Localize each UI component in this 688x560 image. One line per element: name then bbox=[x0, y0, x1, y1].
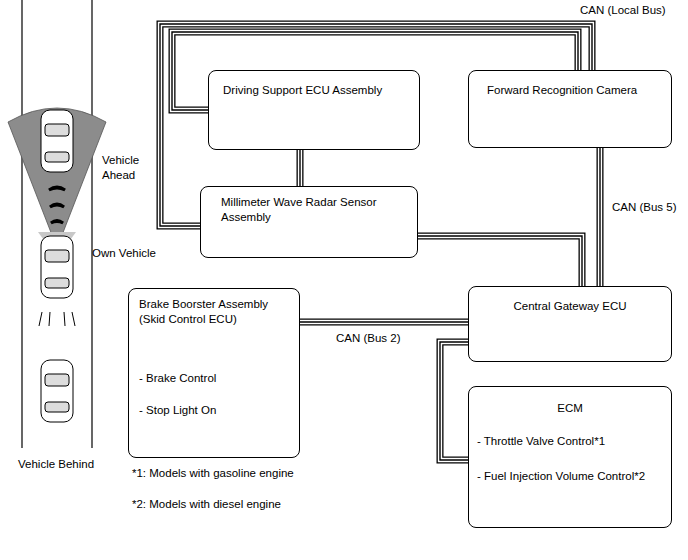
box-title: Forward Recognition Camera bbox=[487, 83, 653, 98]
bus-label: CAN (Bus 2) bbox=[334, 331, 403, 346]
box-title: Millimeter Wave Radar Sensor Assembly bbox=[221, 195, 397, 225]
bus-gap bbox=[598, 148, 602, 286]
bus-outer bbox=[300, 319, 468, 326]
vehicle-ahead bbox=[41, 110, 73, 172]
function-item: - Brake Control bbox=[139, 371, 289, 386]
bus-inner bbox=[440, 342, 468, 460]
function-item: - Stop Light On bbox=[139, 403, 289, 418]
bus-gap bbox=[300, 320, 468, 324]
vehicle-behind bbox=[41, 360, 73, 422]
box-title: Driving Support ECU Assembly bbox=[223, 83, 405, 98]
bus-outer bbox=[297, 150, 304, 186]
bus-inner bbox=[299, 150, 300, 186]
bus-inner bbox=[300, 321, 468, 322]
box-title: Brake Boorster Assembly (Skid Control EC… bbox=[139, 297, 289, 327]
ecu-box: Forward Recognition Camera bbox=[468, 70, 672, 148]
ecu-box: Millimeter Wave Radar Sensor Assembly bbox=[200, 186, 418, 258]
ecu-box: Central Gateway ECU bbox=[468, 286, 672, 362]
bus-outer bbox=[597, 148, 604, 286]
radar-field bbox=[8, 108, 106, 248]
bus-inner bbox=[418, 236, 582, 286]
function-item: - Fuel Injection Volume Control*2 bbox=[477, 469, 663, 484]
vehicle-label: Vehicle Behind bbox=[16, 457, 96, 472]
can-bus-line bbox=[418, 236, 582, 286]
vehicle-label: Vehicle Ahead bbox=[100, 153, 156, 183]
vehicle-label: Own Vehicle bbox=[90, 246, 158, 261]
wave-arcs bbox=[49, 187, 65, 223]
bus-gap bbox=[418, 236, 582, 286]
ecu-box: Driving Support ECU Assembly bbox=[208, 70, 420, 150]
footnote: *1: Models with gasoline engine bbox=[130, 466, 296, 481]
box-title: Central Gateway ECU bbox=[487, 299, 653, 314]
bus-label: CAN (Bus 5) bbox=[610, 200, 679, 215]
can-bus-line bbox=[300, 322, 468, 323]
bus-inner bbox=[599, 148, 600, 286]
bus-gap bbox=[298, 150, 302, 186]
can-bus-line bbox=[440, 342, 468, 460]
can-bus-line bbox=[600, 148, 601, 286]
bus-outer bbox=[418, 236, 582, 286]
own-vehicle bbox=[39, 236, 75, 326]
bus-label: CAN (Local Bus) bbox=[578, 3, 668, 18]
can-bus-line bbox=[300, 150, 301, 186]
ecu-box: Brake Boorster Assembly (Skid Control EC… bbox=[128, 288, 300, 458]
footnote: *2: Models with diesel engine bbox=[130, 497, 283, 512]
function-item: - Throttle Valve Control*1 bbox=[477, 434, 663, 449]
bus-gap bbox=[440, 342, 468, 460]
bus-outer bbox=[440, 342, 468, 460]
ecu-box: ECM - Throttle Valve Control*1 - Fuel Inje… bbox=[468, 386, 672, 528]
box-title: ECM bbox=[477, 401, 663, 416]
